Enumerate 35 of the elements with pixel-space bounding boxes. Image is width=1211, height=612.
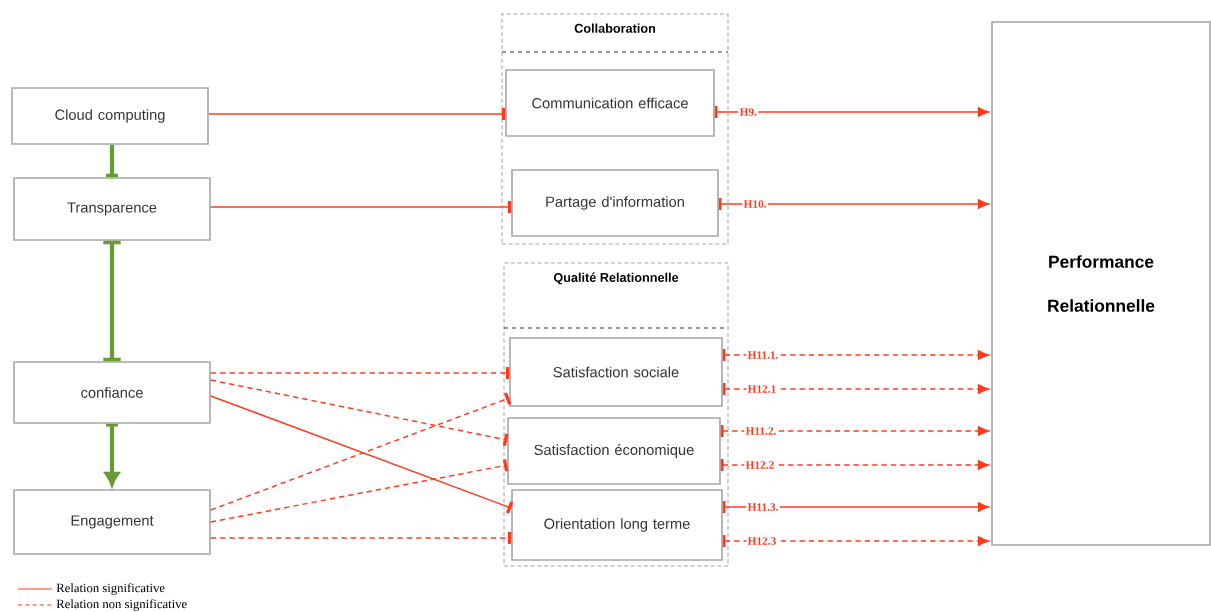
connector-line — [208, 108, 506, 120]
outcome-box: Performance Relationnelle — [991, 21, 1211, 546]
arrow — [720, 425, 990, 437]
connector-line — [103, 240, 121, 362]
arrow — [722, 349, 990, 361]
edge-label: H12.3 — [746, 535, 778, 547]
connector-line — [106, 144, 118, 178]
legend-text: Relation significative — [56, 583, 165, 595]
edge-label: H10. — [742, 198, 768, 210]
connector-line — [210, 379, 509, 446]
edge-label: H12.1 — [746, 383, 778, 395]
concept-box: Satisfaction sociale — [509, 337, 723, 407]
arrow — [720, 459, 990, 471]
arrow — [714, 106, 990, 118]
connector-line — [210, 459, 509, 523]
concept-box: Partage d'information — [511, 169, 719, 237]
concept-box: Orientation long terme — [511, 489, 723, 561]
connector-line — [210, 201, 512, 213]
edge-label: H9. — [738, 106, 759, 118]
arrow — [722, 535, 990, 547]
legend-text: Relation non significative — [56, 599, 187, 611]
connector-line — [210, 367, 510, 379]
concept-box: Transparence — [13, 177, 211, 241]
arrow — [722, 383, 990, 395]
edge-label: H11.1. — [746, 349, 780, 361]
concept-box: Cloud computing — [11, 87, 209, 145]
concept-box: Satisfaction économique — [507, 417, 721, 485]
arrow — [718, 198, 990, 210]
edge-label: H12.2 — [744, 459, 776, 471]
concept-box: confiance — [13, 361, 211, 424]
edge-label: H11.3. — [746, 501, 780, 513]
concept-box: Communication efficace — [505, 69, 715, 137]
concept-box: Engagement — [13, 489, 211, 555]
connector-line — [210, 532, 512, 544]
edge-label: H11.2. — [744, 425, 778, 437]
